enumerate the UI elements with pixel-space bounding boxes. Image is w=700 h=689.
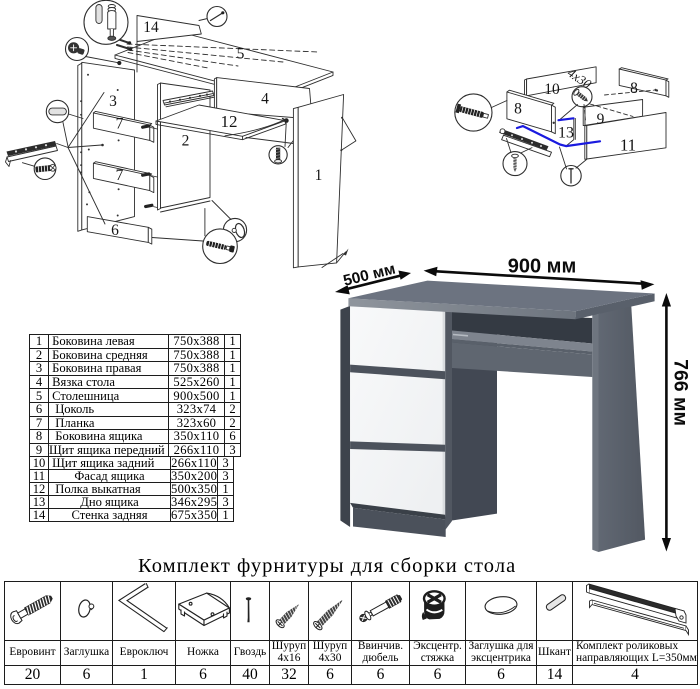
svg-text:766 мм: 766 мм (670, 359, 692, 426)
svg-text:1: 1 (315, 167, 323, 184)
svg-text:900 мм: 900 мм (508, 256, 577, 278)
svg-text:5: 5 (237, 46, 245, 63)
svg-text:500 мм: 500 мм (342, 260, 398, 289)
svg-text:11: 11 (620, 136, 636, 155)
svg-text:4: 4 (261, 91, 269, 108)
svg-text:9: 9 (597, 111, 605, 128)
svg-text:8: 8 (514, 101, 522, 118)
svg-text:7: 7 (116, 167, 124, 184)
svg-text:2: 2 (182, 133, 190, 150)
svg-text:7: 7 (116, 116, 124, 133)
svg-text:6: 6 (111, 222, 119, 239)
svg-text:10: 10 (544, 81, 560, 98)
svg-text:14: 14 (143, 19, 159, 36)
svg-text:3: 3 (109, 93, 117, 110)
svg-text:12: 12 (221, 112, 238, 131)
svg-text:8: 8 (630, 80, 638, 97)
svg-text:13: 13 (558, 125, 574, 142)
